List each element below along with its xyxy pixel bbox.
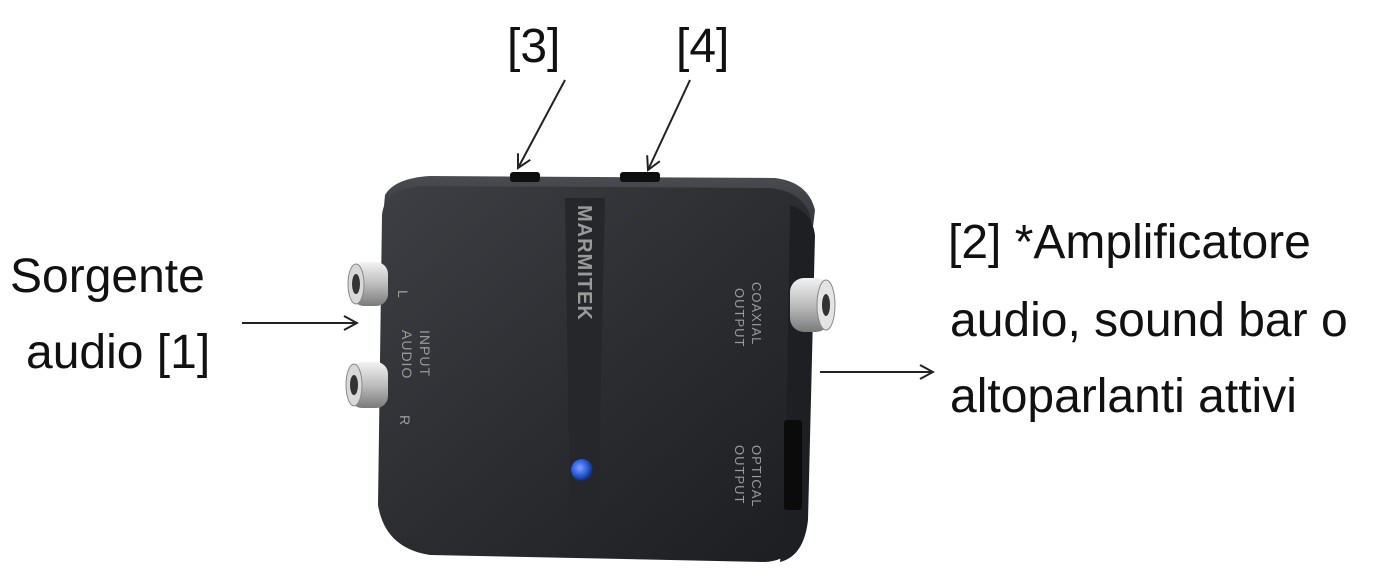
label-output-line3: altoparlanti attivi <box>950 370 1297 423</box>
device-input-line1: INPUT <box>417 330 433 377</box>
arrow-icon-port-3 <box>518 79 566 168</box>
rca-input-left-jack <box>347 262 388 306</box>
device-input-right-label: R <box>397 415 413 426</box>
brand-strip <box>565 198 605 520</box>
label-port-3: [3] <box>507 20 560 73</box>
arrow-icon-port-4 <box>648 79 691 170</box>
label-source-line1: Sorgente <box>10 250 205 303</box>
device-brand-label: MARMITEK <box>573 205 595 321</box>
device-input-line2: AUDIO <box>399 330 415 379</box>
device-input-left-label: L <box>395 290 411 299</box>
rca-coaxial-output-jack <box>790 278 836 332</box>
optical-output-port <box>784 420 802 510</box>
port-3-socket <box>510 172 540 182</box>
label-output-line1: [2] *Amplificatore <box>948 216 1311 269</box>
audio-converter-device: MARMITEK L INPUT AUDIO R OUTPUT COAXIAL … <box>345 172 836 562</box>
label-output-line2: audio, sound bar o <box>950 294 1348 347</box>
device-coax-line1: OUTPUT <box>732 288 747 347</box>
device-coax-line2: COAXIAL <box>749 282 764 345</box>
device-optical-line1: OUTPUT <box>732 445 747 504</box>
device-optical-line2: OPTICAL <box>749 445 764 508</box>
label-source-line2: audio [1] <box>26 326 210 379</box>
port-4-socket <box>620 172 660 182</box>
label-port-4: [4] <box>676 20 729 73</box>
blue-led-icon <box>571 459 593 481</box>
rca-input-right-jack <box>345 362 388 408</box>
